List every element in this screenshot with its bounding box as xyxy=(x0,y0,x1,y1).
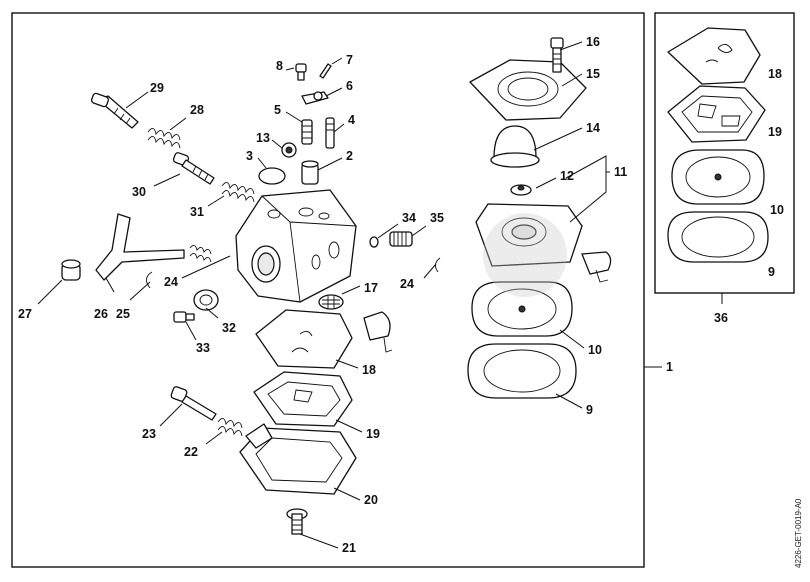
callout-25: 25 xyxy=(116,307,130,321)
callout-27: 27 xyxy=(18,307,32,321)
callout-32: 32 xyxy=(222,321,236,335)
callout-3: 3 xyxy=(246,149,253,163)
plug-13 xyxy=(281,142,297,158)
callout-30: 30 xyxy=(132,185,146,199)
callout-7: 7 xyxy=(346,53,353,67)
callout-19: 19 xyxy=(366,427,380,441)
callout-29: 29 xyxy=(150,81,164,95)
callout-23: 23 xyxy=(142,427,156,441)
throttle-shaft-26 xyxy=(95,213,212,281)
callout-6: 6 xyxy=(346,79,353,93)
primer-bulb-14 xyxy=(490,125,540,168)
callout-22: 22 xyxy=(184,445,198,459)
screw-33 xyxy=(173,311,195,323)
screw-21 xyxy=(286,508,308,535)
callout-5: 5 xyxy=(274,103,281,117)
gasket-9 xyxy=(467,343,577,399)
callout-labels: 1 2 3 4 5 6 7 8 9 9 10 10 11 12 13 14 15… xyxy=(18,35,784,555)
callout-13: 13 xyxy=(256,131,270,145)
callout-21: 21 xyxy=(342,541,356,555)
fitting-bottom xyxy=(363,311,393,353)
callout-33: 33 xyxy=(196,341,210,355)
callout-31: 31 xyxy=(190,205,204,219)
kit-diaphragm-10 xyxy=(671,149,765,205)
callout-20: 20 xyxy=(364,493,378,507)
callout-36: 36 xyxy=(714,311,728,325)
callout-17: 17 xyxy=(364,281,378,295)
main-assembly-frame xyxy=(11,12,645,568)
callout-16: 16 xyxy=(586,35,600,49)
spring-31 xyxy=(221,182,255,203)
spring-22 xyxy=(217,418,243,437)
callout-11: 11 xyxy=(614,165,627,179)
callout-4: 4 xyxy=(348,113,355,127)
callout-1: 1 xyxy=(666,360,673,374)
valve-2 xyxy=(301,160,319,185)
callout-24-right: 24 xyxy=(400,277,414,291)
callout-35: 35 xyxy=(430,211,444,225)
kit-gasket-9 xyxy=(667,211,769,263)
spring-35 xyxy=(389,231,413,247)
callout-2: 2 xyxy=(346,149,353,163)
washer-34 xyxy=(369,236,379,248)
kit-gasket-19 xyxy=(667,85,766,143)
lever-6 xyxy=(301,91,329,105)
callout-19-kit: 19 xyxy=(768,125,782,139)
nut-27 xyxy=(61,259,81,281)
callout-10: 10 xyxy=(588,343,602,357)
spring-28 xyxy=(147,128,181,149)
callout-24: 24 xyxy=(164,275,178,289)
callout-9-kit: 9 xyxy=(768,265,775,279)
callout-28: 28 xyxy=(190,103,204,117)
kit-gasket-18 xyxy=(667,27,761,85)
clip-24b xyxy=(435,257,441,273)
kit-frame xyxy=(654,12,795,294)
adjusting-screw-30 xyxy=(172,152,215,185)
screw-16 xyxy=(550,37,564,73)
pin-7 xyxy=(319,63,332,79)
callout-26: 26 xyxy=(94,307,108,321)
callout-10-kit: 10 xyxy=(770,203,784,217)
callout-15: 15 xyxy=(586,67,600,81)
callout-12: 12 xyxy=(560,169,574,183)
cap-32 xyxy=(193,289,219,311)
leader-lines xyxy=(37,41,610,549)
callout-34: 34 xyxy=(402,211,416,225)
pump-cover-15 xyxy=(469,59,587,121)
callout-18-kit: 18 xyxy=(768,67,782,81)
adjusting-screw-29 xyxy=(90,92,139,129)
clip-25 xyxy=(146,271,153,289)
callout-9: 9 xyxy=(586,403,593,417)
gasket-19 xyxy=(253,371,353,427)
valve-12 xyxy=(510,184,532,196)
figure-code: 4226-GET-0019-A0 xyxy=(794,498,803,568)
screw-8 xyxy=(295,63,307,81)
pump-housing-11 xyxy=(475,203,612,283)
callout-8: 8 xyxy=(276,59,283,73)
gasket-18 xyxy=(255,309,353,369)
screen-17 xyxy=(318,294,344,310)
metering-cover-20 xyxy=(239,423,357,495)
watermark-stamp xyxy=(483,213,567,297)
diaphragm-10 xyxy=(471,281,573,337)
cap-3 xyxy=(258,167,286,185)
adjusting-screw-23 xyxy=(170,386,217,421)
carburetor-body xyxy=(235,189,357,303)
spring-5 xyxy=(301,119,313,145)
needle-4 xyxy=(325,117,335,149)
callout-18: 18 xyxy=(362,363,376,377)
callout-14: 14 xyxy=(586,121,600,135)
